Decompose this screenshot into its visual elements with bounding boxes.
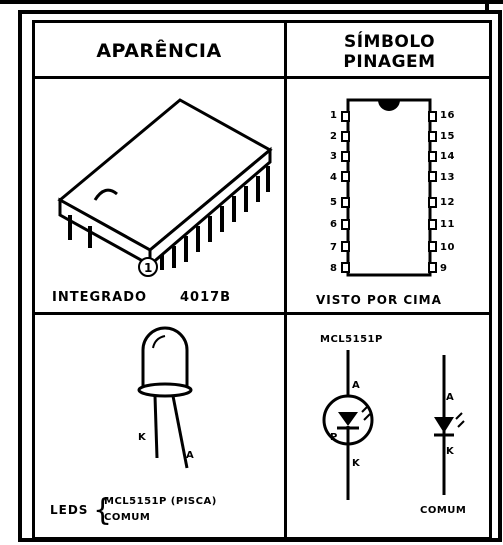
header-pinout: PINAGEM bbox=[343, 52, 436, 72]
symbol-part-label: MCL5151P bbox=[320, 334, 383, 345]
pin-number: 13 bbox=[440, 172, 455, 183]
led-a-label: A bbox=[186, 450, 195, 461]
symbol-a-label: A bbox=[352, 380, 361, 391]
header-divider bbox=[32, 76, 492, 79]
symbol-k-label: K bbox=[352, 458, 361, 469]
leds-label: LEDS bbox=[50, 503, 89, 517]
led-drawing bbox=[137, 326, 193, 469]
pin-number: 15 bbox=[440, 131, 455, 142]
top-border-line bbox=[0, 0, 503, 4]
ic-part-number: 4017B bbox=[180, 290, 232, 305]
header-symbol: SÍMBOLO bbox=[343, 32, 436, 52]
pin-number: 2 bbox=[330, 131, 338, 142]
led-symbol-blinking bbox=[322, 350, 374, 500]
pin-number: 8 bbox=[330, 263, 338, 274]
pin-number: 1 bbox=[330, 110, 338, 121]
pin-number: 6 bbox=[330, 219, 338, 230]
ic-pin1-marker: 1 bbox=[144, 261, 153, 275]
led-type-blinking: MCL5151P (PISCA) bbox=[104, 496, 217, 507]
symbol-common-k-label: K bbox=[446, 446, 455, 457]
led-k-label: K bbox=[138, 432, 147, 443]
pin-number: 11 bbox=[440, 219, 455, 230]
pin-number: 12 bbox=[440, 197, 455, 208]
row-divider bbox=[32, 312, 492, 315]
table-frame bbox=[32, 20, 492, 540]
header-appearance: APARÊNCIA bbox=[96, 40, 222, 62]
pin-number: 16 bbox=[440, 110, 455, 121]
pin-number: 4 bbox=[330, 172, 338, 183]
pin-number: 14 bbox=[440, 151, 455, 162]
symbol-common-a-label: A bbox=[446, 392, 455, 403]
led-symbol-common bbox=[434, 355, 465, 495]
ic-label-integrated: INTEGRADO bbox=[52, 290, 148, 305]
outer-frame bbox=[18, 10, 502, 542]
pin-number: 5 bbox=[330, 197, 338, 208]
pin-number: 3 bbox=[330, 151, 338, 162]
led-type-common: COMUM bbox=[104, 512, 151, 523]
symbol-p-label: P bbox=[330, 432, 338, 443]
pin-number: 10 bbox=[440, 242, 455, 253]
ic-chip-drawing bbox=[57, 98, 273, 277]
column-divider bbox=[284, 20, 287, 540]
leds-brace: { bbox=[93, 493, 113, 528]
pin-number: 9 bbox=[440, 263, 448, 274]
pinout-caption: VISTO POR CIMA bbox=[316, 293, 442, 307]
pinout-diagram bbox=[341, 98, 437, 277]
pin-number: 7 bbox=[330, 242, 338, 253]
top-border-tick bbox=[485, 0, 489, 10]
symbol-common-label: COMUM bbox=[420, 505, 467, 516]
